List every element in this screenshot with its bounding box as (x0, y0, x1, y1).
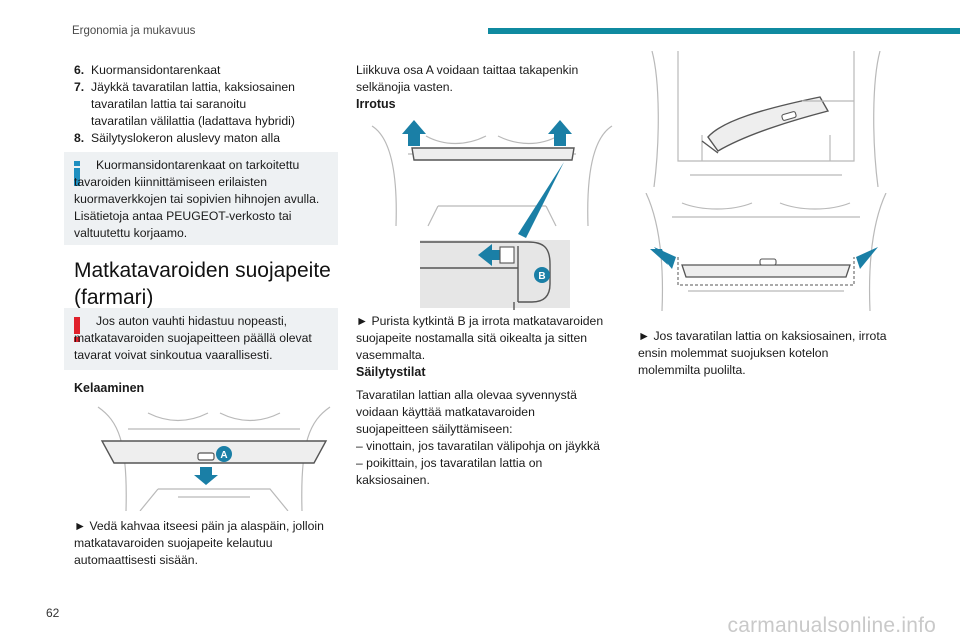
intro-text: Liikkuva osa A voidaan taittaa takapenki… (356, 63, 579, 94)
list-item-number: 7. (74, 80, 85, 94)
kelaaminen-heading: Kelaaminen (74, 381, 145, 395)
label-b: B (538, 271, 545, 282)
kelaaminen-text: ► Vedä kahvaa itseesi päin ja alaspäin, … (74, 519, 324, 567)
page-number: 62 (46, 606, 60, 620)
label-b-badge (534, 267, 550, 283)
arrow-icon (194, 467, 218, 485)
irrotus-text: ► Purista kytkintä B ja irrota matkatava… (356, 314, 604, 362)
arrow-icon (654, 247, 676, 269)
sailytys-heading: Säilytystilat (356, 365, 426, 379)
list-item: 7. Jäykkä tavaratilan lattia, kaksiosain… (74, 79, 340, 130)
label-a: A (220, 450, 227, 461)
list-item-text: Kuormansidontarenkaat (91, 63, 221, 77)
header-accent-bar (488, 28, 960, 34)
illustration-storage-transverse (645, 193, 887, 312)
section-title: Matkatavaroiden suojapeite (farmari) (74, 259, 331, 309)
list-item-text: Jäykkä tavaratilan lattia, kaksiosainen … (91, 80, 295, 128)
header-title: Ergonomia ja mukavuus (72, 25, 196, 37)
sailytys-dash-1: – vinottain, jos tavaratilan välipohja o… (356, 439, 600, 453)
warning-box-text: Jos auton vauhti hidastuu nopeasti, matk… (74, 314, 312, 362)
info-box: Kuormansidontarenkaat on tarkoitettu tav… (64, 152, 338, 245)
col3-text: ► Jos tavaratilan lattia on kaksiosainen… (638, 329, 887, 377)
irrotus-heading: Irrotus (356, 97, 396, 111)
arrow-icon (478, 244, 512, 266)
label-a-badge (216, 446, 232, 462)
list-item: 6. Kuormansidontarenkaat (74, 62, 340, 79)
arrow-icon (856, 247, 878, 269)
list-item-number: 6. (74, 63, 85, 77)
sailytys-text: Tavaratilan lattian alla olevaa syvennys… (356, 388, 577, 436)
illustration-irrotus: B (371, 120, 613, 310)
illustration-storage-diagonal (651, 51, 881, 187)
sailytys-dash-2: – poikittain, jos tavaratilan lattia on … (356, 456, 543, 487)
watermark: carmanualsonline.info (727, 614, 936, 637)
list-item: 8. Säilytyslokeron aluslevy maton alla (74, 130, 340, 147)
warning-box: Jos auton vauhti hidastuu nopeasti, matk… (64, 308, 338, 370)
list-item-number: 8. (74, 131, 85, 145)
info-box-text: Kuormansidontarenkaat on tarkoitettu tav… (74, 158, 320, 240)
arrow-icon (402, 120, 426, 146)
arrow-icon (548, 120, 572, 146)
list-item-text: Säilytyslokeron aluslevy maton alla (91, 131, 280, 145)
illustration-kelaaminen: A (97, 406, 331, 511)
